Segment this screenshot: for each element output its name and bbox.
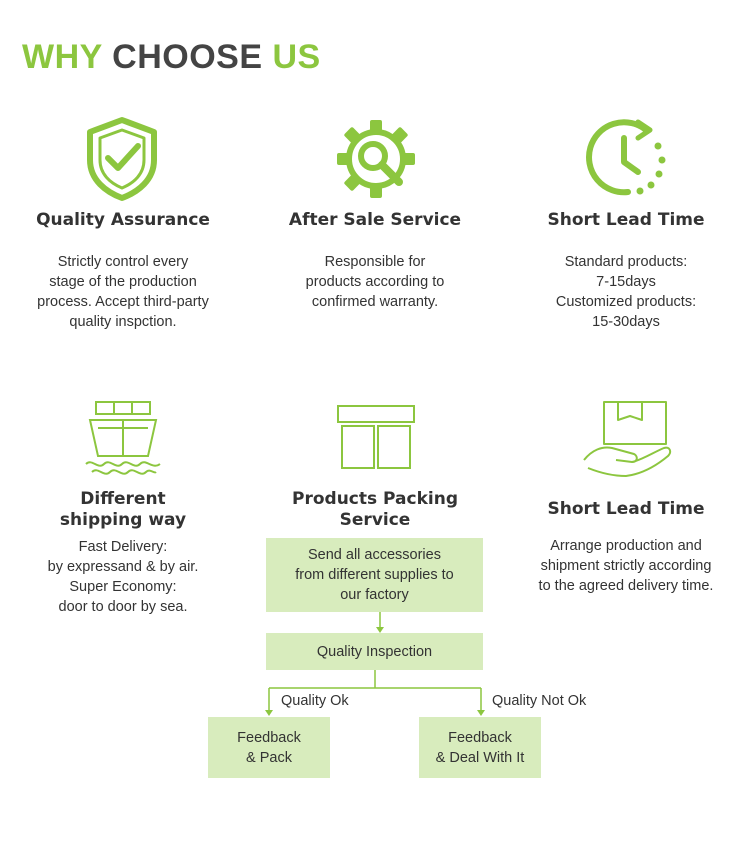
- clock-icon: [584, 118, 668, 198]
- hand-box-icon: [582, 398, 674, 478]
- flow-label-quality-ok: Quality Ok: [281, 693, 349, 709]
- feature-desc-short-lead-time: Standard products: 7-15days Customized p…: [555, 254, 697, 330]
- feature-desc-shipping: Fast Delivery: by expressand & by air. S…: [47, 539, 199, 615]
- flow-step-send-accessories: Send all accessories from different supp…: [266, 538, 483, 612]
- package-box-icon: [336, 404, 416, 470]
- flow-step-feedback-pack: Feedback & Pack: [208, 717, 330, 778]
- flow-step-feedback-deal: Feedback & Deal With It: [419, 717, 541, 778]
- shield-check-icon: [84, 116, 160, 202]
- feature-title-shipping: Different shipping way: [59, 489, 187, 530]
- feature-title-packing: Products Packing Service: [292, 489, 458, 530]
- feature-desc-after-sale: Responsible for products according to co…: [305, 254, 445, 310]
- title-us: US: [272, 38, 321, 76]
- page-title: WHY CHOOSE US: [22, 38, 321, 77]
- title-choose: CHOOSE: [112, 38, 263, 76]
- title-why: WHY: [22, 38, 103, 76]
- flow-step-quality-inspection: Quality Inspection: [266, 633, 483, 670]
- feature-title-short-lead-time-2: Short Lead Time: [547, 499, 705, 519]
- cargo-ship-icon: [84, 400, 162, 476]
- flow-label-quality-not-ok: Quality Not Ok: [492, 693, 587, 709]
- feature-title-after-sale: After Sale Service: [288, 210, 462, 230]
- feature-title-short-lead-time: Short Lead Time: [547, 210, 705, 230]
- gear-magnifier-icon: [335, 118, 417, 200]
- feature-desc-quality-assurance: Strictly control every stage of the prod…: [37, 254, 209, 330]
- feature-title-quality-assurance: Quality Assurance: [36, 210, 210, 230]
- feature-desc-short-lead-time-2: Arrange production and shipment strictly…: [538, 538, 714, 594]
